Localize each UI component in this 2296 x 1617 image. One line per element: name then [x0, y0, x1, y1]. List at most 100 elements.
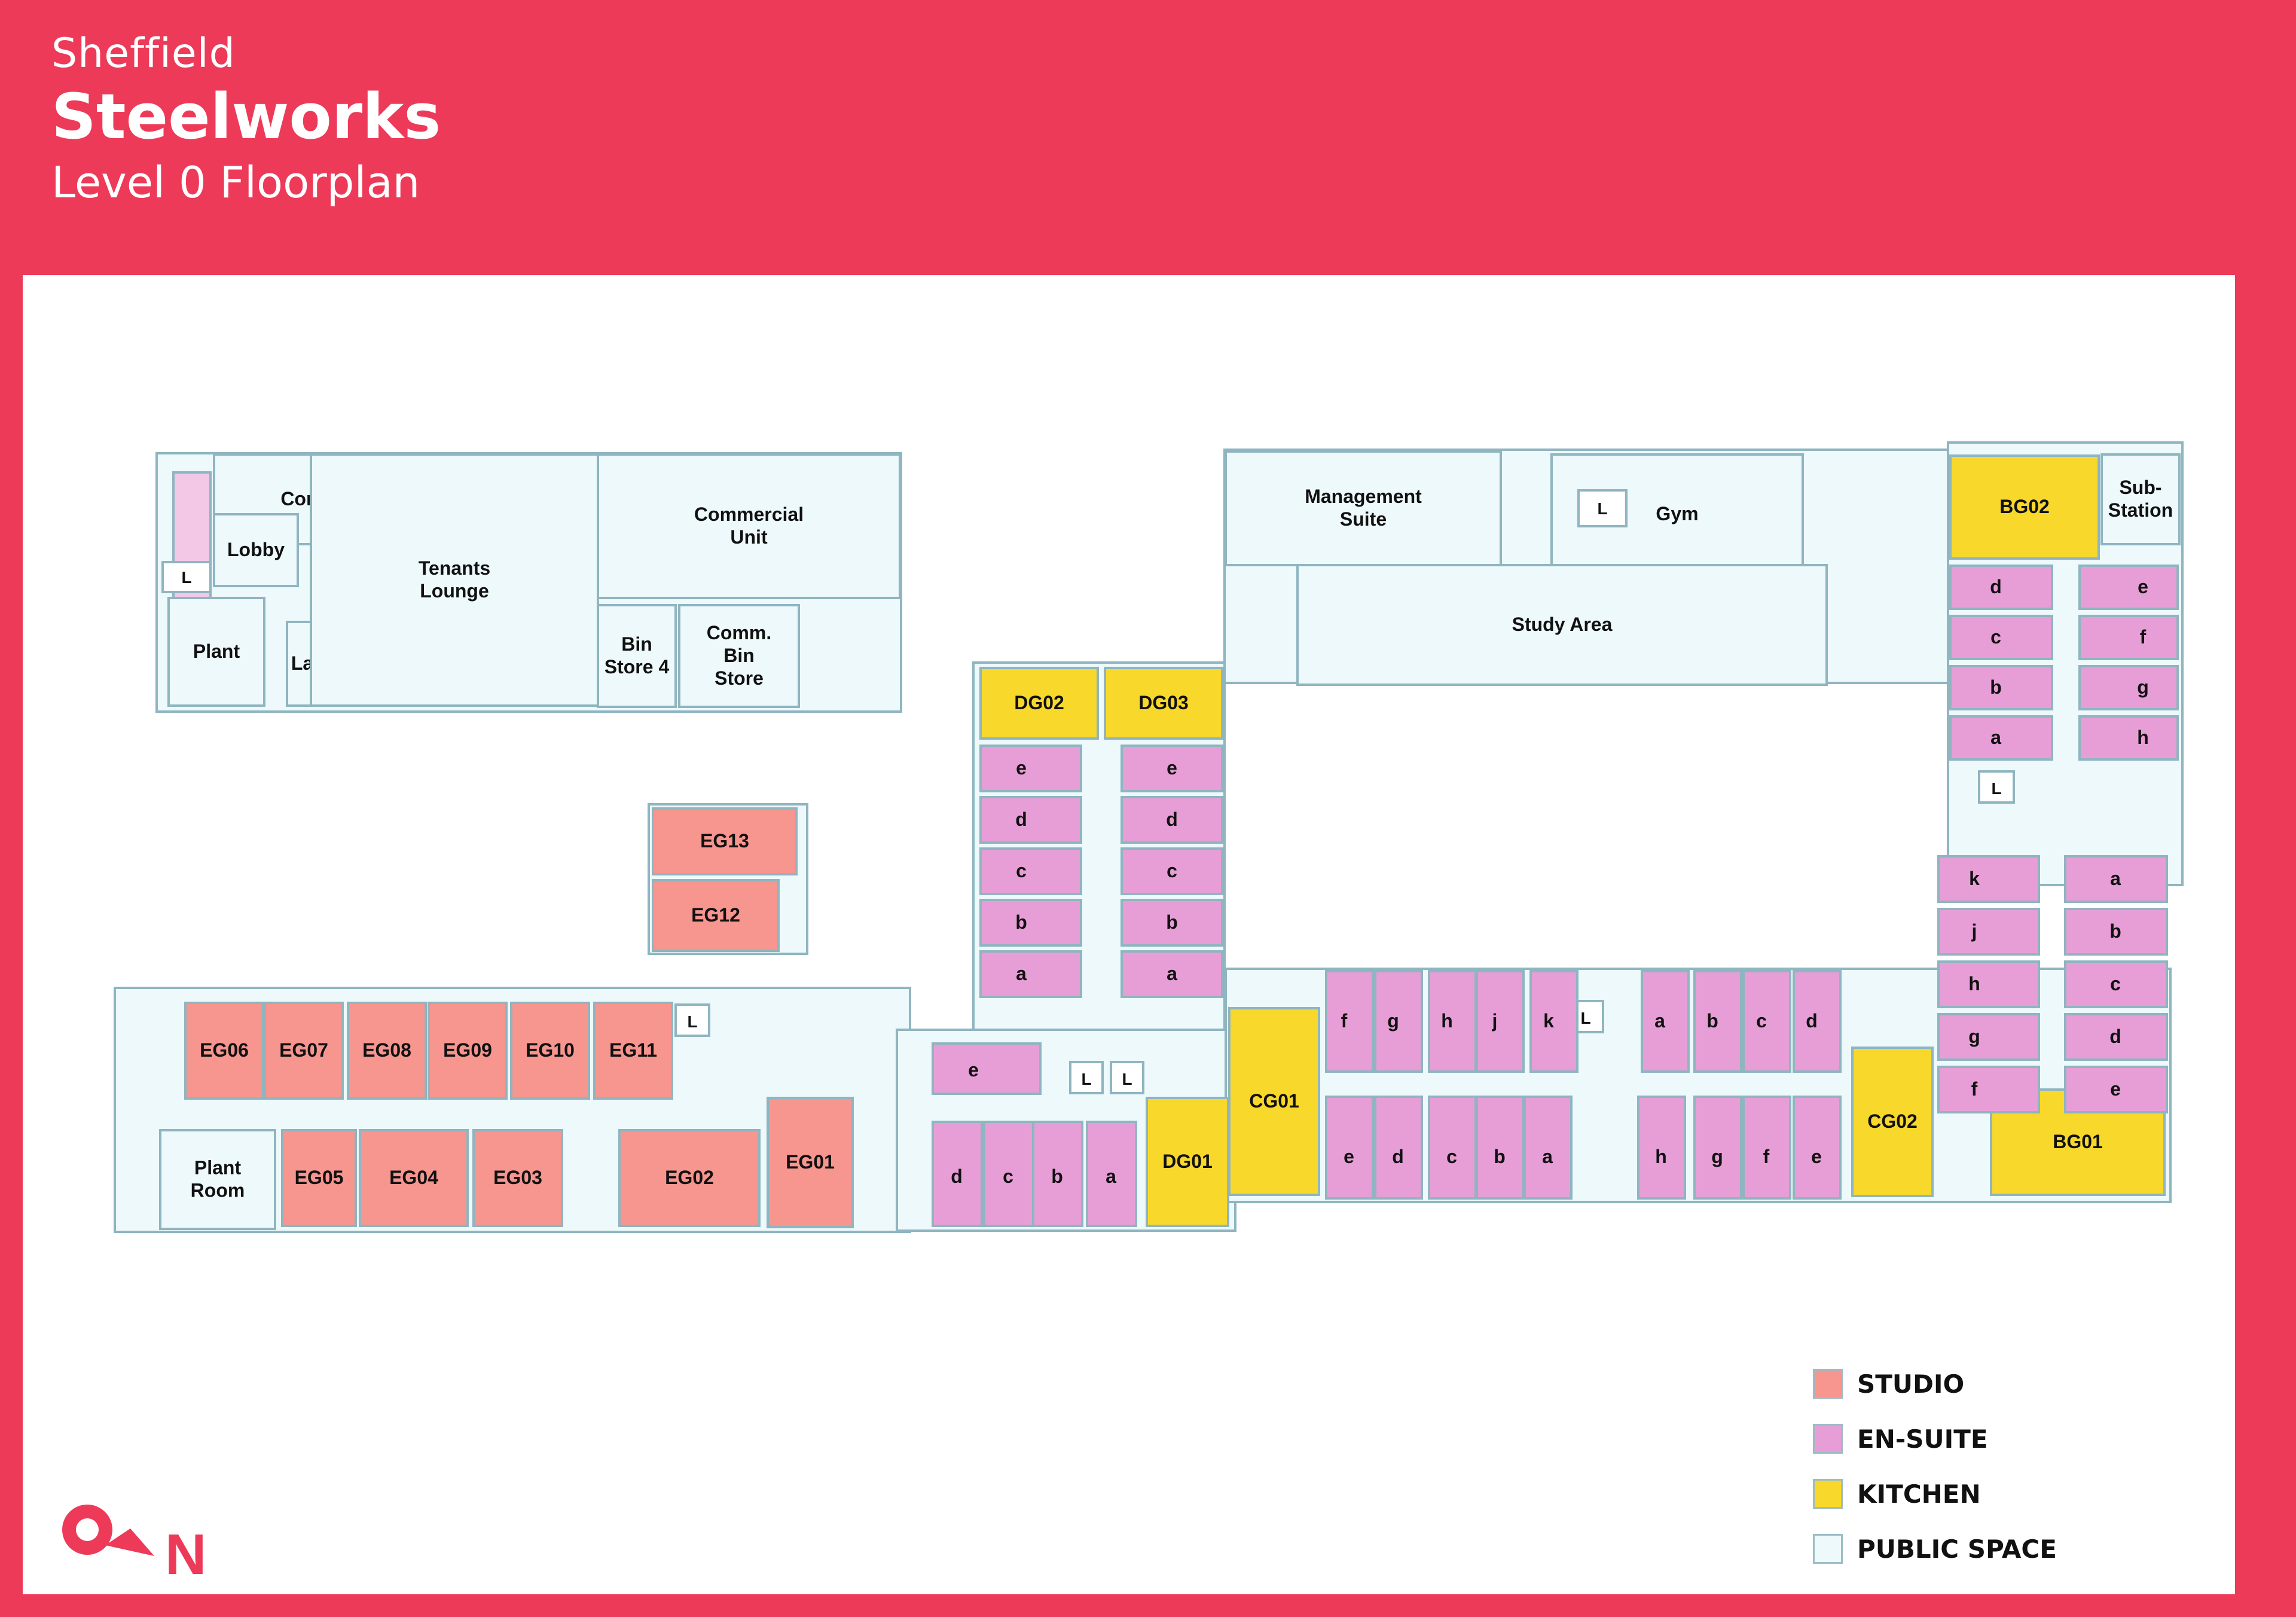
- ensuite-c-top-a-5[interactable]: [1641, 970, 1690, 1073]
- lift-d2[interactable]: [1110, 1061, 1144, 1094]
- ensuite-b-top-right-g-2[interactable]: [2078, 665, 2179, 710]
- ensuite-d-bottom-b[interactable]: [1032, 1121, 1083, 1227]
- studio-eg09[interactable]: [428, 1002, 508, 1100]
- ensuite-d-bottom-e[interactable]: [932, 1042, 1042, 1095]
- ensuite-c-bottom-c-2[interactable]: [1428, 1096, 1477, 1200]
- ensuite-b-top-left-a-3[interactable]: [1949, 715, 2053, 761]
- ensuite-c-bottom-e-0[interactable]: [1325, 1096, 1374, 1200]
- study-area[interactable]: [1296, 564, 1828, 686]
- kitchen-bg01-label: BG01: [2053, 1131, 2103, 1152]
- ensuite-d-bottom-label-c: c: [1003, 1166, 1013, 1187]
- ensuite-c-bottom-e-8[interactable]: [1793, 1096, 1842, 1200]
- ensuite-b-top-right-f-1[interactable]: [2078, 615, 2179, 660]
- plant[interactable]: [167, 597, 265, 707]
- ensuite-c-top-d-8[interactable]: [1793, 970, 1842, 1073]
- studio-eg08-label: EG08: [362, 1039, 411, 1061]
- ensuite-d-right-d-1[interactable]: [1120, 796, 1223, 844]
- ensuite-b-lower-left-g-3[interactable]: [1937, 1013, 2040, 1061]
- kitchen-dg01[interactable]: [1146, 1097, 1229, 1227]
- lift-d1[interactable]: [1069, 1061, 1104, 1094]
- ensuite-b-top-left-label-d-0: d: [1990, 576, 2002, 597]
- ensuite-d-left-c-2[interactable]: [979, 847, 1082, 895]
- lift-e[interactable]: [674, 1003, 710, 1037]
- studio-eg04[interactable]: [359, 1129, 469, 1227]
- ensuite-b-lower-right-a-0[interactable]: [2064, 855, 2168, 903]
- ensuite-b-top-left-b-2[interactable]: [1949, 665, 2053, 710]
- kitchen-cg02[interactable]: [1851, 1047, 1934, 1197]
- ensuite-c-top-h-2[interactable]: [1428, 970, 1477, 1073]
- ensuite-c-top-c-7[interactable]: [1742, 970, 1791, 1073]
- kitchen-dg03[interactable]: [1104, 667, 1223, 740]
- ensuite-c-top-k-4[interactable]: [1529, 970, 1578, 1073]
- ensuite-b-lower-left-h-2[interactable]: [1937, 960, 2040, 1008]
- studio-eg05[interactable]: [281, 1129, 357, 1227]
- kitchen-bg02[interactable]: [1949, 454, 2100, 560]
- lift-gym[interactable]: [1577, 489, 1628, 527]
- ensuite-c-top-label-b-6: b: [1706, 1010, 1718, 1032]
- ensuite-b-top-right-e-0[interactable]: [2078, 565, 2179, 610]
- ensuite-b-lower-left-f-4[interactable]: [1937, 1066, 2040, 1113]
- ensuite-d-right-c-2[interactable]: [1120, 847, 1223, 895]
- ensuite-c-bottom-g-6[interactable]: [1693, 1096, 1742, 1200]
- lobby[interactable]: [213, 513, 299, 587]
- ensuite-d-left-a-4[interactable]: [979, 950, 1082, 998]
- lift-b[interactable]: [1978, 770, 2015, 804]
- ensuite-c-top-label-d-8: d: [1806, 1010, 1818, 1032]
- plant-room[interactable]: [159, 1129, 276, 1230]
- ensuite-c-bottom-h-5[interactable]: [1637, 1096, 1686, 1200]
- ensuite-b-lower-right-b-1[interactable]: [2064, 908, 2168, 956]
- ensuite-b-top-left-d-0[interactable]: [1949, 565, 2053, 610]
- studio-eg13[interactable]: [652, 807, 798, 875]
- ensuite-d-bottom-label-d: d: [951, 1166, 963, 1187]
- ensuite-b-lower-right-d-3[interactable]: [2064, 1013, 2168, 1061]
- ensuite-d-left-e-0[interactable]: [979, 745, 1082, 792]
- ensuite-d-right-b-3[interactable]: [1120, 899, 1223, 947]
- studio-eg02[interactable]: [618, 1129, 761, 1227]
- ensuite-d-right-a-4[interactable]: [1120, 950, 1223, 998]
- ensuite-c-top-g-1[interactable]: [1374, 970, 1423, 1073]
- management-suite[interactable]: [1225, 450, 1502, 566]
- ensuite-b-top-right-h-3[interactable]: [2078, 715, 2179, 761]
- studio-eg01[interactable]: [767, 1097, 854, 1228]
- ensuite-b-lower-left-j-1[interactable]: [1937, 908, 2040, 956]
- sub-station-label: Sub-Station: [2108, 477, 2173, 521]
- ensuite-b-lower-right-c-2[interactable]: [2064, 960, 2168, 1008]
- ensuite-b-top-left-c-1[interactable]: [1949, 615, 2053, 660]
- ensuite-d-left-d-1[interactable]: [979, 796, 1082, 844]
- lift-lobby[interactable]: [161, 561, 212, 593]
- studio-eg12[interactable]: [652, 879, 780, 952]
- ensuite-d-left-b-3[interactable]: [979, 899, 1082, 947]
- studio-eg07-label: EG07: [279, 1039, 328, 1061]
- studio-eg08[interactable]: [347, 1002, 427, 1100]
- ensuite-c-top-j-3[interactable]: [1476, 970, 1525, 1073]
- ensuite-c-top-b-6[interactable]: [1693, 970, 1742, 1073]
- ensuite-d-bottom-c[interactable]: [983, 1121, 1034, 1227]
- commercial-unit[interactable]: [597, 453, 901, 599]
- ensuite-d-bottom-d[interactable]: [932, 1121, 983, 1227]
- studio-eg10[interactable]: [510, 1002, 590, 1100]
- bin-store-4[interactable]: [597, 604, 677, 708]
- ensuite-c-bottom-label-e-8: e: [1811, 1146, 1822, 1167]
- ensuite-d-right-e-0[interactable]: [1120, 745, 1223, 792]
- tenants-lounge[interactable]: [310, 453, 599, 707]
- ensuite-c-bottom-f-7[interactable]: [1742, 1096, 1791, 1200]
- studio-eg06[interactable]: [184, 1002, 264, 1100]
- comm-bin-store[interactable]: [678, 604, 800, 708]
- kitchen-dg02[interactable]: [979, 667, 1099, 740]
- ensuite-c-top-f-0[interactable]: [1325, 970, 1374, 1073]
- studio-eg11[interactable]: [593, 1002, 673, 1100]
- ensuite-c-bottom-d-1[interactable]: [1374, 1096, 1423, 1200]
- ensuite-b-lower-right-e-4[interactable]: [2064, 1066, 2168, 1113]
- ensuite-d-bottom-label-a: a: [1106, 1166, 1116, 1187]
- ensuite-c-bottom-label-f-7: f: [1763, 1146, 1770, 1167]
- ensuite-b-lower-left-k-0[interactable]: [1937, 855, 2040, 903]
- ensuite-c-bottom-a-4[interactable]: [1523, 1096, 1573, 1200]
- sub-station[interactable]: [2100, 453, 2181, 545]
- compass: N: [62, 1505, 206, 1579]
- studio-eg03[interactable]: [472, 1129, 563, 1227]
- studio-eg07[interactable]: [264, 1002, 344, 1100]
- ensuite-d-bottom-a[interactable]: [1086, 1121, 1137, 1227]
- kitchen-cg01[interactable]: [1228, 1007, 1320, 1196]
